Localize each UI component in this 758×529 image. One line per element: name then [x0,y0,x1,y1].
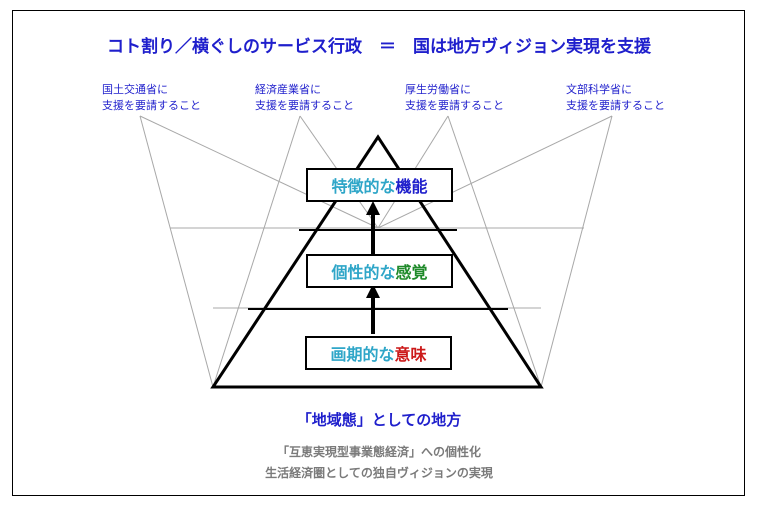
note-line-1: 「互恵実現型事業態経済」への個性化 [276,445,481,459]
diagram-frame [12,10,745,496]
box-function: 特徴的な機能 [306,168,453,202]
arrow-head [366,284,380,298]
request-label-mhlw: 厚生労働省に 支援を要請すること [405,83,504,112]
guide-line [447,115,542,388]
guide-line [139,115,214,388]
arrow-head [366,201,380,215]
base-label: 「地域態」としての地方 [296,411,462,429]
request-label-meti: 経済産業省に 支援を要請すること [255,83,354,112]
guide-line [139,115,379,229]
box-meaning: 画期的な意味 [305,336,452,370]
request-label-mext: 文部科学省に 支援を要請すること [566,83,665,112]
page-title: コト割り／横ぐしのサービス行政 ＝ 国は地方ヴィジョン実現を支援 [107,37,651,57]
guide-line [377,115,613,229]
guide-line [212,115,301,388]
request-label-mlit: 国土交通省に 支援を要請すること [102,83,201,112]
note-line-2: 生活経済圏としての独自ヴィジョンの実現 [265,466,493,480]
box-sensation: 個性的な感覚 [306,254,453,288]
pyramid-outline [210,134,544,389]
guide-line [540,115,613,388]
